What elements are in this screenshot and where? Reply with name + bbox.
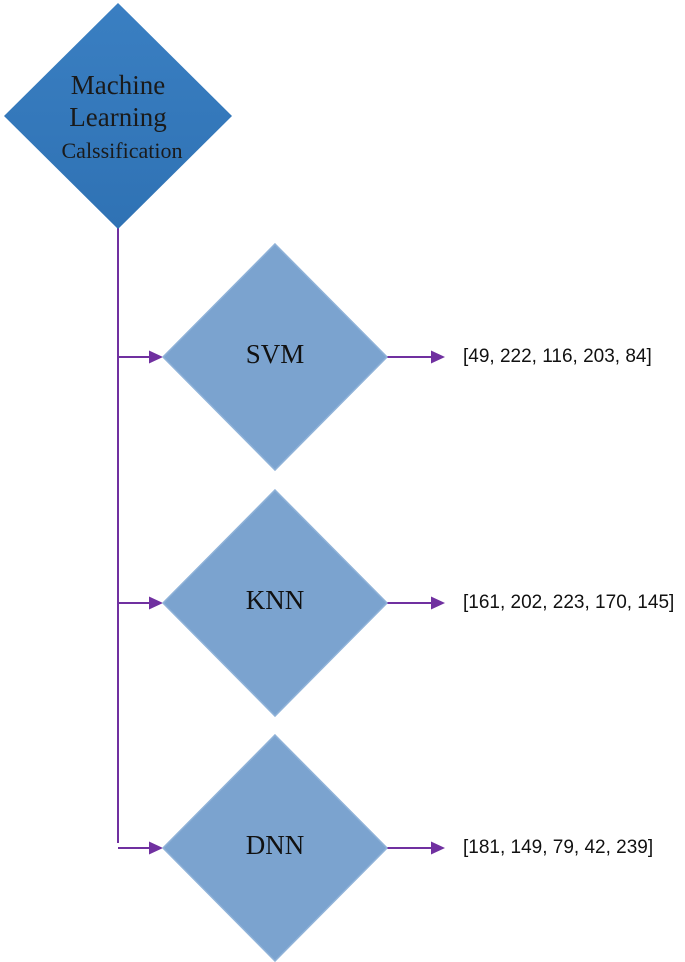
- output-arrow-knn-head: [431, 596, 445, 610]
- branch-arrow-dnn: [118, 841, 163, 855]
- branch-arrow-knn-head: [149, 596, 163, 610]
- output-vector-knn: [161, 202, 223, 170, 145]: [463, 592, 674, 613]
- output-vector-dnn: [181, 149, 79, 42, 239]: [463, 837, 653, 858]
- classifier-node-svm: SVM: [161, 242, 389, 472]
- connector-group: [117, 228, 445, 855]
- classifier-diamond-dnn: [161, 733, 389, 962]
- output-arrow-svm-head: [431, 350, 445, 364]
- root-label-line-1: Machine: [71, 70, 165, 100]
- output-arrow-knn: [387, 596, 445, 610]
- branch-arrow-knn: [118, 596, 163, 610]
- branch-arrow-svm: [118, 350, 163, 364]
- root-diamond: [4, 3, 232, 229]
- output-arrow-dnn-head: [431, 841, 445, 855]
- output-arrow-svm: [387, 350, 445, 364]
- classifier-diamond-knn: [161, 488, 389, 718]
- classifier-diamond-svm: [161, 242, 389, 472]
- root-node: Machine Learning Calssification: [4, 3, 232, 229]
- root-label-line-2: Learning: [69, 102, 166, 132]
- classifier-label-svm: SVM: [246, 339, 305, 369]
- classifier-label-knn: KNN: [246, 585, 305, 615]
- branch-arrow-dnn-head: [149, 841, 163, 855]
- output-arrow-dnn: [387, 841, 445, 855]
- branch-arrow-svm-head: [149, 350, 163, 364]
- classifier-node-dnn: DNN: [161, 733, 389, 962]
- classifier-label-dnn: DNN: [246, 830, 305, 860]
- classifier-node-knn: KNN: [161, 488, 389, 718]
- output-vector-svm: [49, 222, 116, 203, 84]: [463, 346, 652, 367]
- classifier-nodes: SVM [49, 222, 116, 203, 84] KNN [161, 202, …: [161, 242, 674, 962]
- root-label-line-3: Calssification: [62, 138, 183, 163]
